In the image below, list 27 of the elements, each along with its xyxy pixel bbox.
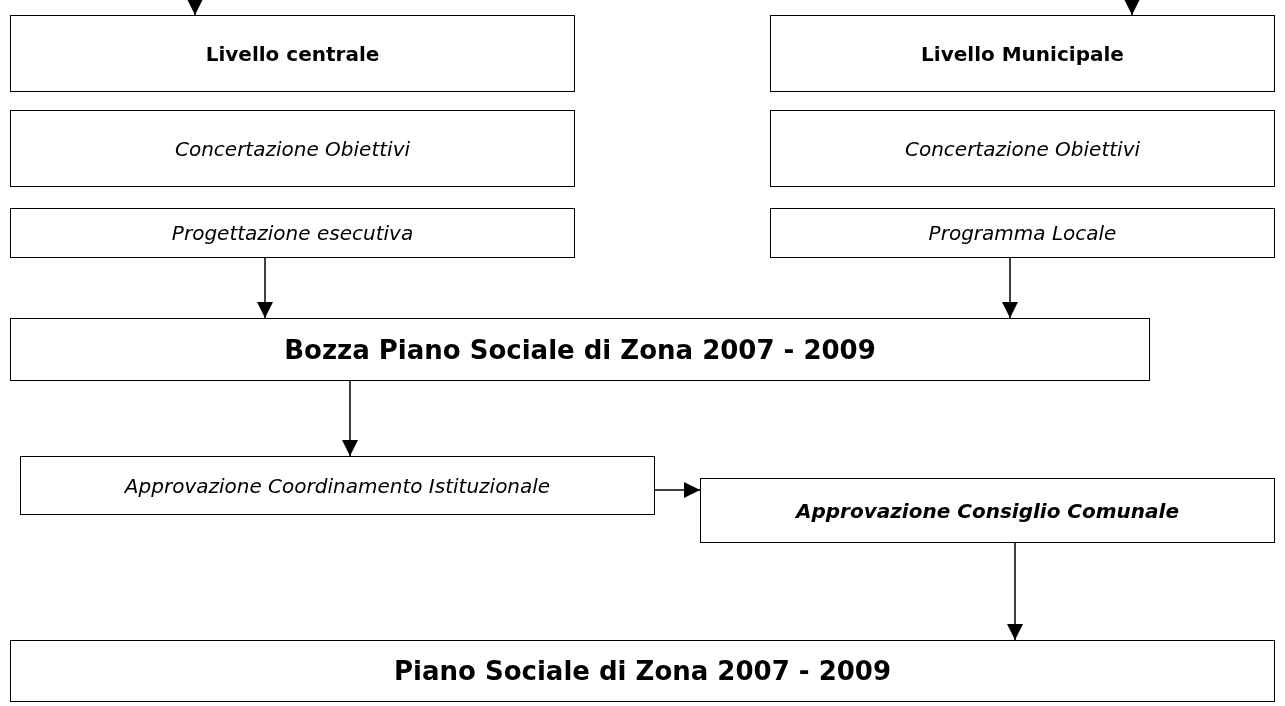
box-label: Piano Sociale di Zona 2007 - 2009 — [394, 656, 891, 686]
process-box — [20, 456, 655, 515]
box-label: Approvazione Coordinamento Istituzionale — [124, 473, 551, 498]
box-label: Programma Locale — [928, 221, 1117, 245]
process-box — [770, 208, 1275, 258]
process-box — [10, 15, 575, 92]
arrow — [257, 257, 273, 319]
box-label: Concertazione Obiettivi — [904, 136, 1141, 161]
process-box — [10, 640, 1275, 702]
box-label: Concertazione Obiettivi — [174, 136, 411, 161]
process-box — [10, 318, 1150, 381]
arrow — [342, 380, 358, 457]
box-label: Bozza Piano Sociale di Zona 2007 - 2009 — [284, 334, 876, 365]
arrow — [187, 0, 203, 16]
process-box — [10, 110, 575, 187]
box-label: Livello Municipale — [921, 41, 1124, 66]
arrow — [1007, 542, 1023, 641]
box-label: Progettazione esecutiva — [171, 221, 414, 245]
process-box — [770, 15, 1275, 92]
process-box — [700, 478, 1275, 543]
process-box — [10, 208, 575, 258]
box-label: Approvazione Consiglio Comunale — [795, 498, 1179, 523]
process-box — [770, 110, 1275, 187]
arrow — [1124, 0, 1140, 16]
box-label: Livello centrale — [205, 41, 380, 66]
arrow — [654, 482, 701, 498]
arrow — [1002, 257, 1018, 319]
